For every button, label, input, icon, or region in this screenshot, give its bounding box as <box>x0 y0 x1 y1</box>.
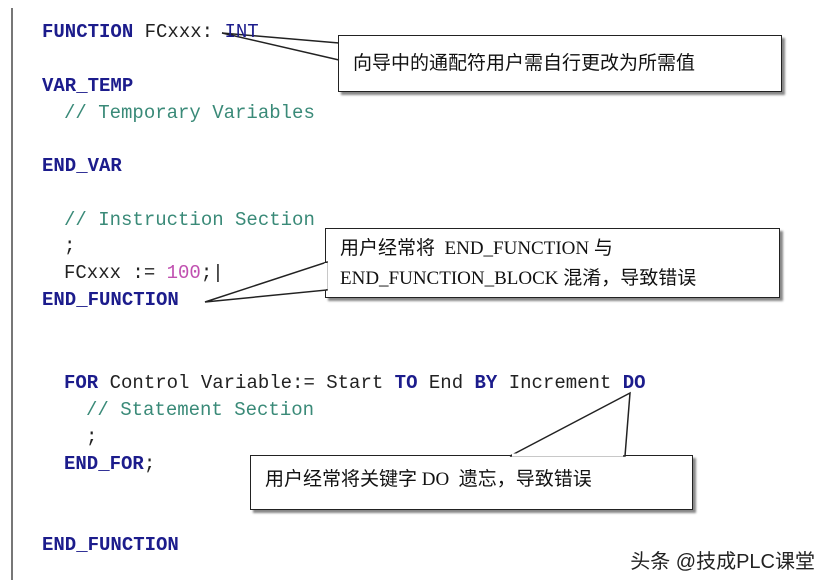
code-line-end-var: END_VAR <box>42 155 122 177</box>
code-line-for: FOR Control Variable:= Start TO End BY I… <box>64 372 646 394</box>
keyword: END_FOR <box>64 453 144 475</box>
callout-pointer <box>509 391 631 457</box>
code-line-end-function: END_FUNCTION <box>42 534 179 556</box>
keyword-type: INT <box>224 21 259 43</box>
code-text: Control Variable:= Start <box>98 372 395 394</box>
keyword: FOR <box>64 372 99 394</box>
code-line-var-temp: VAR_TEMP <box>42 75 134 97</box>
callout-text: END_FUNCTION_BLOCK 混淆，导致错误 <box>340 268 697 289</box>
keyword: DO <box>622 372 646 394</box>
code-line-end-function: END_FUNCTION <box>42 289 179 311</box>
code-line-semicolon: ; <box>64 235 76 257</box>
code-line-end-for: END_FOR; <box>64 453 155 475</box>
editor-left-border <box>11 8 13 580</box>
code-line-semicolon: ; <box>86 426 98 448</box>
callout-wildcard: 向导中的通配符用户需自行更改为所需值 <box>338 35 782 92</box>
watermark: 头条 @技成PLC课堂 <box>630 551 815 573</box>
callout-text: 用户经常将关键字 DO 遗忘，导致错误 <box>265 469 592 490</box>
callout-do-keyword: 用户经常将关键字 DO 遗忘，导致错误 <box>250 455 693 510</box>
callout-end-function: 用户经常将 END_FUNCTION 与 END_FUNCTION_BLOCK 混… <box>325 228 780 298</box>
code-text: ; <box>143 453 156 475</box>
keyword: FUNCTION <box>42 21 134 43</box>
code-text: Increment <box>497 372 623 394</box>
code-comment: // Statement Section <box>86 399 315 421</box>
code-comment: // Temporary Variables <box>64 102 315 124</box>
code-text: ;| <box>200 262 224 284</box>
code-text: FCxxx: <box>133 21 225 43</box>
code-line-assign: FCxxx := 100;| <box>64 262 224 284</box>
code-comment: // Instruction Section <box>64 209 315 231</box>
keyword: BY <box>474 372 498 394</box>
number-literal: 100 <box>166 262 201 284</box>
keyword: TO <box>394 372 418 394</box>
code-text: FCxxx := <box>64 262 167 284</box>
callout-text: 向导中的通配符用户需自行更改为所需值 <box>353 53 696 74</box>
code-line-function: FUNCTION FCxxx: INT <box>42 21 259 43</box>
code-text: End <box>417 372 475 394</box>
callout-text: 用户经常将 END_FUNCTION 与 <box>340 238 613 259</box>
